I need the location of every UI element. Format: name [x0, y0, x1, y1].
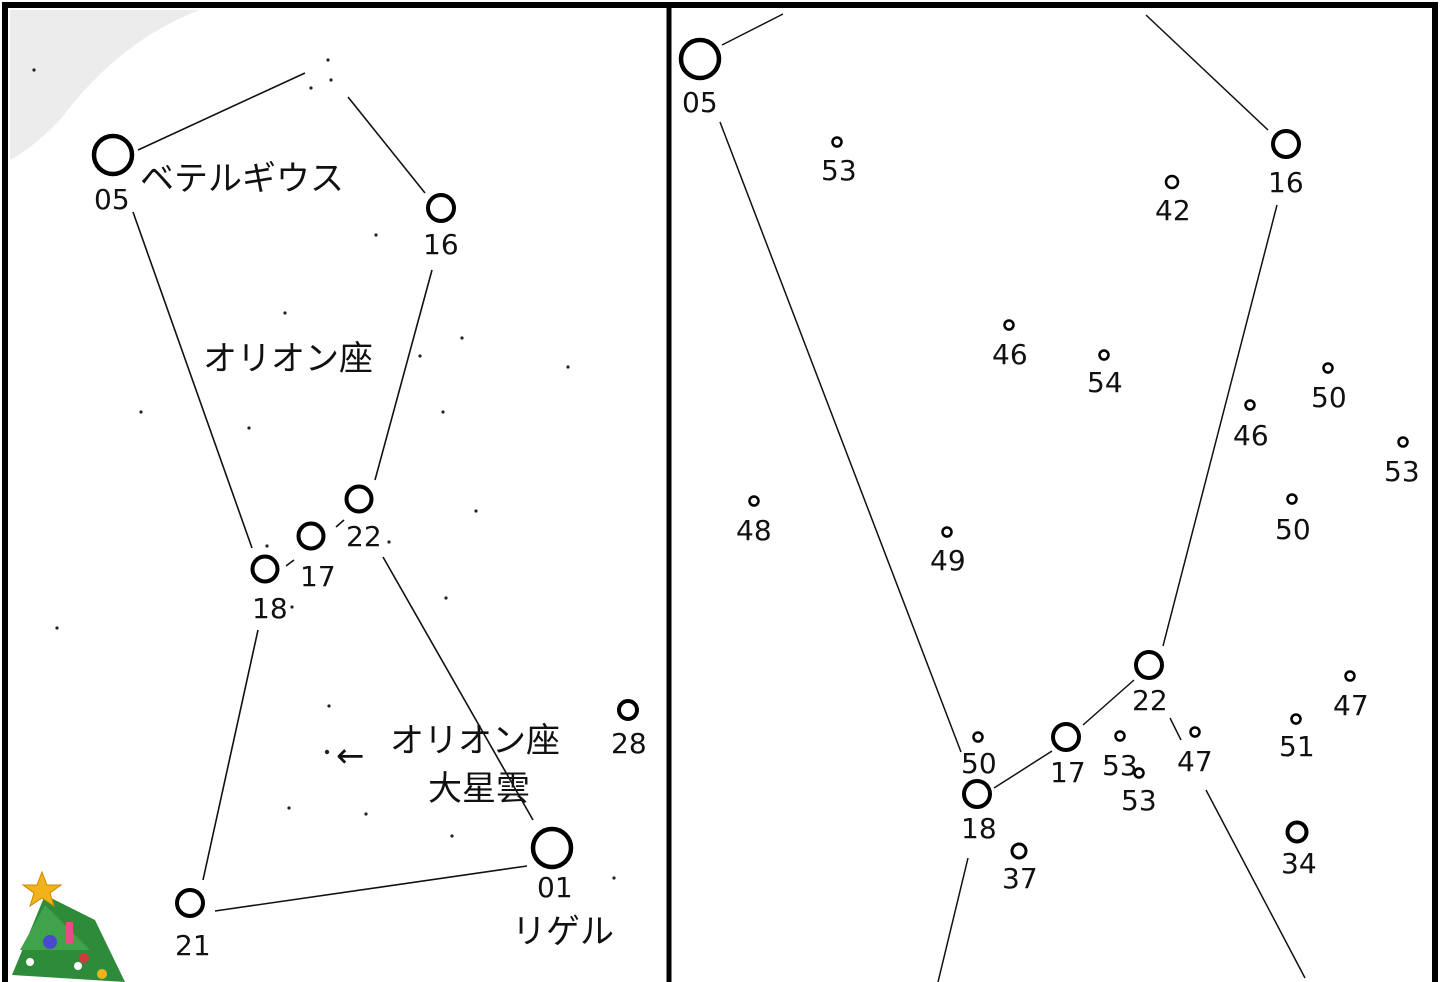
- rstar-betelgeuse: [681, 40, 719, 78]
- rlabel-48: 48: [736, 514, 772, 547]
- rlabel-49: 49: [930, 544, 966, 577]
- star-saiph: [177, 890, 203, 916]
- rstar-46a: [1005, 321, 1014, 330]
- rstar-alnilam: [1053, 724, 1079, 750]
- rlabel-51: 51: [1279, 730, 1315, 763]
- rlabel-47a: 47: [1333, 689, 1369, 722]
- line-alnitak-alnilam: [286, 560, 294, 566]
- rline-mintaka-down-b: [1206, 790, 1305, 978]
- label-star-28-number: 28: [611, 727, 647, 760]
- label-mintaka-number: 22: [346, 520, 382, 553]
- line-betelgeuse-alnitak: [133, 212, 252, 548]
- label-betelgeuse-name: ベテルギウス: [140, 159, 344, 199]
- line-bellatrix-mintaka: [375, 270, 432, 480]
- rstar-alnitak: [964, 781, 990, 807]
- rlabel-17: 17: [1050, 756, 1086, 789]
- rline-betelgeuse-alnitak: [720, 122, 961, 752]
- nebula-arrow: ←: [336, 736, 365, 776]
- line-head-bellatrix: [348, 97, 425, 193]
- line-alnitak-saiph: [203, 630, 258, 880]
- rline-top-bellatrix: [1146, 15, 1268, 130]
- rlabel-53b: 53: [1384, 455, 1420, 488]
- label-bellatrix-number: 16: [423, 228, 459, 261]
- rstar-53b: [1399, 438, 1408, 447]
- rlabel-50a: 50: [1311, 381, 1347, 414]
- rlabel-05: 05: [682, 86, 718, 119]
- rline-alnilam-alnitak: [994, 751, 1052, 788]
- right-star-labels: 05 16 42 53 46 54 50 46 53 48 49 50 22 4…: [682, 86, 1420, 895]
- rlabel-46a: 46: [992, 338, 1028, 371]
- rstar-48: [750, 497, 759, 506]
- label-betelgeuse-number: 05: [94, 183, 130, 216]
- rlabel-50b: 50: [1275, 513, 1311, 546]
- outer-frame: [5, 5, 1435, 982]
- star-alnitak: [253, 557, 278, 582]
- rstar-37: [1012, 844, 1026, 858]
- label-constellation-name: オリオン座: [203, 339, 373, 379]
- label-nebula-line2: 大星雲: [428, 769, 530, 809]
- rstar-46b: [1246, 401, 1255, 410]
- rline-betelgeuse-top: [722, 14, 783, 45]
- rlabel-53a: 53: [821, 154, 857, 187]
- star-rigel: [533, 829, 571, 867]
- rstar-51: [1292, 715, 1301, 724]
- left-panel: 05 16 22 17 18 21 01 28 ベテルギウス オリオン座 ← オ…: [12, 58, 647, 982]
- rstar-50c: [974, 733, 983, 742]
- star-mintaka: [347, 487, 372, 512]
- line-saiph-rigel: [215, 866, 527, 911]
- rstar-53a: [833, 138, 842, 147]
- rlabel-53c: 53: [1102, 749, 1138, 782]
- right-panel: 05 16 42 53 46 54 50 46 53 48 49 50 22 4…: [681, 14, 1420, 982]
- rstar-47b: [1191, 728, 1200, 737]
- rstar-54: [1100, 351, 1109, 360]
- rlabel-34: 34: [1281, 847, 1317, 880]
- label-nebula-line1: オリオン座: [390, 721, 560, 761]
- rline-alnitak-down: [938, 858, 968, 982]
- right-bright-stars: [681, 40, 1307, 858]
- rlabel-46b: 46: [1233, 419, 1269, 452]
- rstar-53c: [1116, 732, 1125, 741]
- christmas-tree-icon: [12, 872, 125, 982]
- label-alnitak-number: 18: [252, 592, 288, 625]
- rlabel-18: 18: [961, 812, 997, 845]
- rstar-34: [1288, 823, 1307, 842]
- label-rigel-name: リゲル: [512, 912, 614, 952]
- star-betelgeuse: [94, 136, 132, 174]
- rstar-49: [943, 528, 952, 537]
- rstar-mintaka: [1136, 652, 1162, 678]
- rline-mintaka-alnilam: [1083, 680, 1134, 725]
- rline-mintaka-down-a: [1170, 718, 1181, 740]
- rlabel-22: 22: [1132, 684, 1168, 717]
- rstar-50b: [1288, 495, 1297, 504]
- rlabel-47b: 47: [1177, 745, 1213, 778]
- line-alnilam-mintaka: [336, 520, 344, 527]
- right-constellation-lines: [720, 14, 1305, 982]
- star-28: [619, 701, 637, 719]
- rlabel-53d: 53: [1121, 784, 1157, 817]
- star-bellatrix: [428, 195, 454, 221]
- rlabel-50c: 50: [961, 747, 997, 780]
- rlabel-37: 37: [1002, 862, 1038, 895]
- label-rigel-number: 01: [537, 871, 573, 904]
- rstar-50a: [1324, 364, 1333, 373]
- label-alnilam-number: 17: [300, 560, 336, 593]
- star-alnilam: [299, 524, 324, 549]
- line-betelgeuse-head: [138, 73, 305, 150]
- rstar-bellatrix: [1273, 131, 1299, 157]
- rlabel-42: 42: [1155, 194, 1191, 227]
- label-saiph-number: 21: [175, 929, 211, 962]
- rstar-42: [1166, 176, 1178, 188]
- rstar-47a: [1346, 672, 1355, 681]
- rlabel-16: 16: [1268, 166, 1304, 199]
- rlabel-54: 54: [1087, 366, 1123, 399]
